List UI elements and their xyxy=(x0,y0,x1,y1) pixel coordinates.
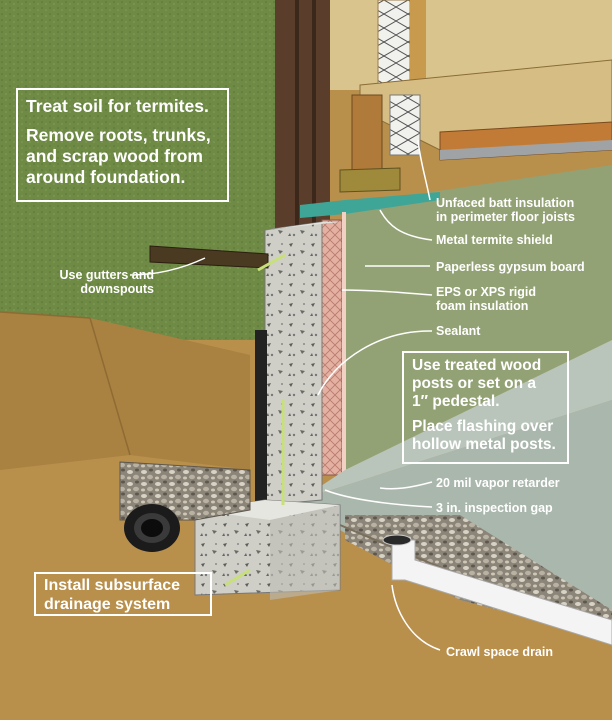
gypsum-board xyxy=(345,165,612,470)
label-vapor-retarder: 20 mil vapor retarder xyxy=(436,476,560,490)
grass-lawn xyxy=(0,0,300,340)
downspout xyxy=(149,245,269,269)
crawl-space-drain xyxy=(391,539,612,646)
label-crawl-drain: Crawl space drain xyxy=(446,645,553,659)
callout-termites-line2: Remove roots, trunks, and scrap wood fro… xyxy=(26,125,211,187)
label-gutters: Use gutters and downspouts xyxy=(59,268,154,296)
termite-shield xyxy=(300,192,440,218)
label-inspection-gap: 3 in. inspection gap xyxy=(436,501,553,515)
label-sealant: Sealant xyxy=(436,324,481,338)
label-batt-insulation: Unfaced batt insulation in perimeter flo… xyxy=(436,196,575,224)
callout-drainage: Install subsurface drainage system xyxy=(34,572,212,616)
label-termite-shield: Metal termite shield xyxy=(436,233,553,247)
callout-termites: Treat soil for termites. Remove roots, t… xyxy=(16,88,229,202)
callout-termites-line1: Treat soil for termites. xyxy=(26,96,209,116)
label-gypsum: Paperless gypsum board xyxy=(436,260,585,274)
callout-posts-line1: Use treated wood posts or set on a 1″ pe… xyxy=(412,357,542,410)
siding xyxy=(275,0,330,230)
label-eps: EPS or XPS rigid foam insulation xyxy=(436,285,537,313)
foundation-wall xyxy=(264,221,323,506)
foam-insulation xyxy=(321,219,343,476)
callout-drainage-text: Install subsurface drainage system xyxy=(44,577,181,613)
damp-proofing xyxy=(255,330,267,505)
callout-posts: Use treated wood posts or set on a 1″ pe… xyxy=(402,351,569,464)
callout-posts-line2: Place flashing over hollow metal posts. xyxy=(412,418,556,453)
